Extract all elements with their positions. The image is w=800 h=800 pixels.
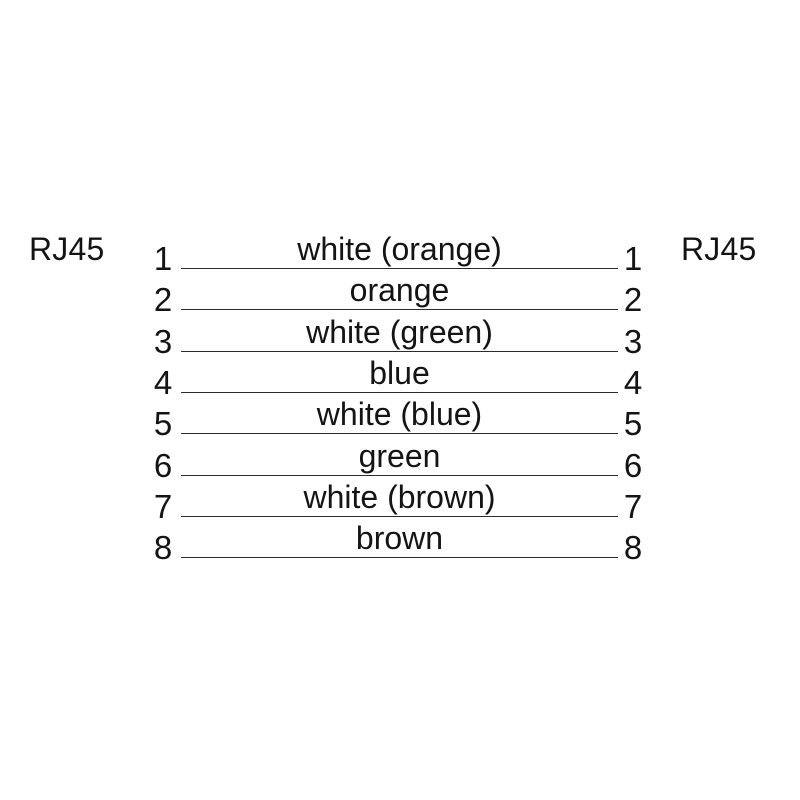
wire-color-label: orange: [349, 272, 450, 309]
pin-number-left: 3: [153, 322, 173, 360]
wire-line: [181, 557, 618, 559]
wire-color-label: green: [358, 437, 441, 474]
wire-color-label: white (green): [306, 313, 493, 350]
pin-number-left: 7: [153, 487, 173, 525]
pin-number-left: 1: [153, 240, 173, 277]
pin-number-right: 7: [623, 487, 643, 525]
pin-number-left: 6: [153, 446, 173, 484]
connector-label-left: RJ45: [29, 231, 105, 267]
wire-line: [181, 268, 618, 269]
wire-line: [181, 515, 618, 517]
wire-color-label: white (brown): [303, 478, 496, 515]
pin-number-right: 5: [623, 405, 643, 443]
wire-color-label: white (orange): [297, 231, 502, 267]
pin-number-right: 1: [623, 240, 643, 277]
wire-color-label: brown: [355, 520, 444, 557]
wire-line: [181, 433, 618, 435]
pin-number-right: 2: [623, 281, 643, 319]
pin-number-right: 4: [623, 363, 643, 401]
pin-number-left: 8: [153, 529, 173, 567]
pin-number-left: 4: [153, 363, 173, 401]
wire-color-label: white (blue): [316, 396, 483, 433]
wire-line: [181, 350, 618, 352]
pin-number-right: 8: [623, 529, 643, 567]
pin-number-right: 6: [623, 446, 643, 484]
connector-label-right: RJ45: [681, 231, 757, 267]
wire-color-label: blue: [369, 354, 430, 391]
pin-number-left: 2: [153, 281, 173, 319]
wire-line: [181, 391, 618, 393]
pin-number-right: 3: [623, 322, 643, 360]
pin-number-left: 5: [153, 405, 173, 443]
wire-line: [181, 474, 618, 476]
wire-line: [181, 309, 618, 311]
